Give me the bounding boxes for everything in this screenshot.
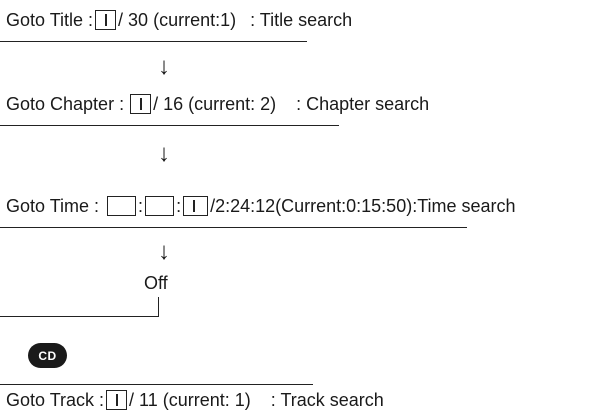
- chapter-number-input[interactable]: [130, 94, 152, 114]
- title-search-underline: [0, 41, 307, 43]
- time-seconds-input[interactable]: [183, 196, 209, 216]
- down-arrow-icon: ↓: [158, 53, 170, 80]
- title-search-row: Goto Title : / 30 (current:1) : Title se…: [6, 9, 352, 31]
- chapter-search-label: : Chapter search: [296, 94, 430, 114]
- track-search-total: / 11 (current: 1): [129, 390, 251, 410]
- title-search-label: : Title search: [250, 10, 353, 30]
- time-search-row: Goto Time : : : /2:24:12(Current:0:15:50…: [6, 195, 516, 217]
- time-hours-input[interactable]: [107, 196, 137, 216]
- loop-connector: [0, 316, 159, 318]
- chapter-search-row: Goto Chapter : / 16 (current: 2) : Chapt…: [6, 93, 429, 115]
- time-search-underline: [0, 227, 467, 229]
- title-search-total: / 30 (current:1): [118, 10, 237, 30]
- off-label: Off: [144, 273, 168, 293]
- time-minutes-input[interactable]: [145, 196, 175, 216]
- time-search-total: /2:24:12(Current:0:15:50):Time search: [210, 196, 516, 216]
- track-search-label: : Track search: [270, 390, 384, 410]
- chapter-search-underline: [0, 125, 339, 127]
- time-separator: :: [138, 196, 144, 216]
- title-search-prefix: Goto Title :: [6, 10, 94, 30]
- time-separator: :: [176, 196, 182, 216]
- cd-badge: CD: [28, 343, 67, 368]
- chapter-search-prefix: Goto Chapter :: [6, 94, 125, 114]
- chapter-search-total: / 16 (current: 2): [153, 94, 277, 114]
- track-number-input[interactable]: [106, 390, 128, 410]
- time-search-prefix: Goto Time :: [6, 196, 100, 216]
- down-arrow-icon: ↓: [158, 140, 170, 167]
- track-search-row: Goto Track : / 11 (current: 1) : Track s…: [6, 389, 384, 411]
- track-search-prefix: Goto Track :: [6, 390, 105, 410]
- loop-connector: [158, 297, 160, 317]
- title-number-input[interactable]: [95, 10, 117, 30]
- track-search-underline: [0, 384, 313, 386]
- down-arrow-icon: ↓: [158, 238, 170, 265]
